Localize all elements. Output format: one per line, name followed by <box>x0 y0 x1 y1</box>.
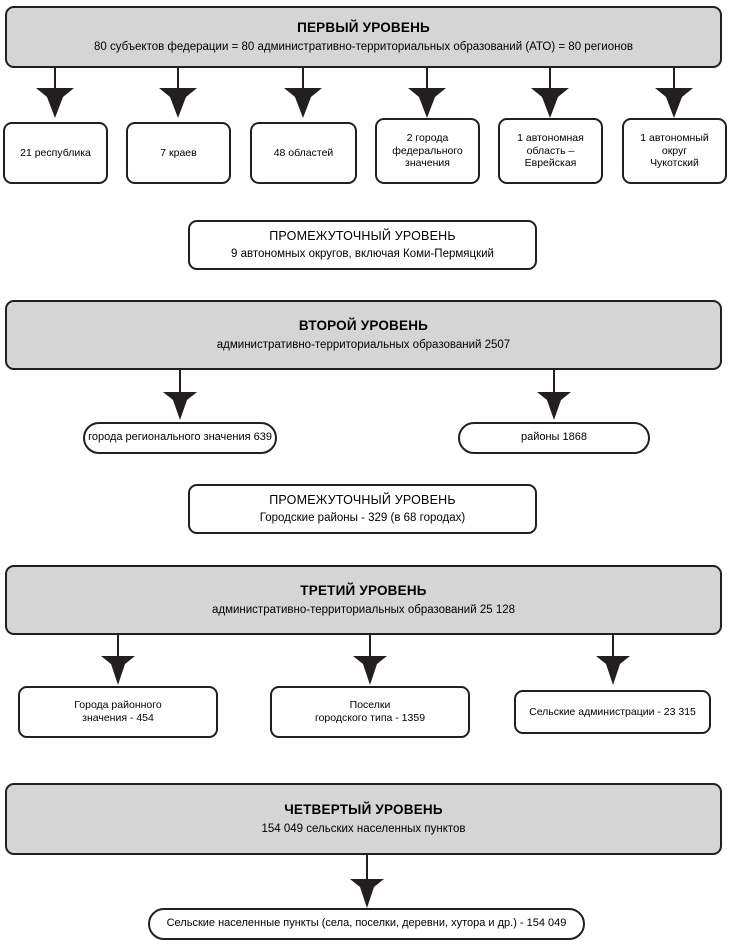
intermediate-level-2-box[interactable]: ПРОМЕЖУТОЧНЫЙ УРОВЕНЬ Городские районы -… <box>188 484 537 534</box>
intermediate-level-2-title: ПРОМЕЖУТОЧНЫЙ УРОВЕНЬ <box>269 492 456 507</box>
level-2-child-node[interactable]: районы 1868 <box>458 422 650 454</box>
level-1-child-node[interactable]: 48 областей <box>250 122 357 184</box>
level-1-child-label: 1 автономная область – Еврейская <box>512 132 589 170</box>
intermediate-level-1-subtitle: 9 автономных округов, включая Коми-Пермя… <box>231 248 494 261</box>
node-line-2: округ <box>661 144 688 157</box>
level-4-child-label: Сельские населенные пункты (села, поселк… <box>166 917 567 930</box>
node-line-2: область – <box>526 144 575 157</box>
intermediate-level-1-box[interactable]: ПРОМЕЖУТОЧНЫЙ УРОВЕНЬ 9 автономных округ… <box>188 220 537 270</box>
level-2-title: ВТОРОЙ УРОВЕНЬ <box>298 317 429 333</box>
level-1-subtitle: 80 субъектов федерации = 80 администрати… <box>94 41 633 54</box>
level-4-band: ЧЕТВЕРТЫЙ УРОВЕНЬ 154 049 сельских насел… <box>5 783 722 855</box>
node-line-1: 1 автономная <box>517 131 584 144</box>
node-line-1: 48 областей <box>273 146 334 159</box>
connector-level2-child-2 <box>537 370 571 420</box>
node-line-1: Сельские администрации - 23 315 <box>529 705 696 718</box>
node-line-1: 21 республика <box>20 146 91 159</box>
level-1-child-label: 21 республика <box>15 147 96 160</box>
node-line-2: федерального <box>392 144 463 157</box>
node-line-3: Еврейская <box>524 157 577 170</box>
level-2-child-node[interactable]: города регионального значения 639 <box>83 422 277 454</box>
level-3-child-label: Сельские администрации - 23 315 <box>524 706 701 719</box>
level-1-child-node[interactable]: 7 краев <box>126 122 231 184</box>
node-line-1: 1 автономный <box>640 131 709 144</box>
node-line-2: значения - 454 <box>82 712 154 724</box>
intermediate-level-1-title: ПРОМЕЖУТОЧНЫЙ УРОВЕНЬ <box>269 228 456 243</box>
level-1-child-label: 1 автономный округ Чукотский <box>635 132 714 170</box>
level-3-subtitle: административно-территориальных образова… <box>211 604 516 617</box>
level-3-child-node[interactable]: Поселки городского типа - 1359 <box>270 686 470 738</box>
level-2-subtitle: административно-территориальных образова… <box>216 339 511 352</box>
level-1-child-node[interactable]: 1 автономная область – Еврейская <box>498 118 603 184</box>
connector-level3-child-3 <box>596 635 630 685</box>
level-4-subtitle: 154 049 сельских населенных пунктов <box>261 823 466 836</box>
level-2-child-label: районы 1868 <box>520 431 587 444</box>
connector-level1-child-1 <box>36 68 74 118</box>
level-1-child-label: 2 города федерального значения <box>387 132 468 170</box>
level-1-child-label: 48 областей <box>269 147 339 160</box>
level-2-child-label: города регионального значения 639 <box>88 431 272 444</box>
node-line-1: 7 краев <box>160 146 197 159</box>
level-1-band: ПЕРВЫЙ УРОВЕНЬ 80 субъектов федерации = … <box>5 6 722 68</box>
connector-level1-child-4 <box>408 68 446 118</box>
connector-level3-child-2 <box>353 635 387 685</box>
connector-level1-child-2 <box>159 68 197 118</box>
level-3-child-node[interactable]: Сельские администрации - 23 315 <box>514 690 711 734</box>
node-line-1: Города районного <box>74 699 162 712</box>
level-1-child-node[interactable]: 21 республика <box>3 122 108 184</box>
connector-level3-child-1 <box>101 635 135 685</box>
level-2-band: ВТОРОЙ УРОВЕНЬ административно-территори… <box>5 300 722 370</box>
intermediate-level-2-subtitle: Городские районы - 329 (в 68 городах) <box>259 512 466 525</box>
level-4-child-node[interactable]: Сельские населенные пункты (села, поселк… <box>148 908 585 940</box>
node-line-3: Чукотский <box>650 157 699 170</box>
connector-level1-child-6 <box>655 68 693 118</box>
level-3-band: ТРЕТИЙ УРОВЕНЬ административно-территори… <box>5 565 722 635</box>
connector-level1-child-5 <box>531 68 569 118</box>
level-4-title: ЧЕТВЕРТЫЙ УРОВЕНЬ <box>284 801 443 817</box>
level-3-title: ТРЕТИЙ УРОВЕНЬ <box>300 582 427 598</box>
node-line-1: 2 города <box>406 131 449 144</box>
connector-level4-child-1 <box>350 855 384 908</box>
node-line-1: Поселки <box>349 699 391 712</box>
connector-level2-child-1 <box>163 370 197 420</box>
level-1-child-label: 7 краев <box>155 147 201 160</box>
level-3-child-node[interactable]: Города районного значения - 454 <box>18 686 218 738</box>
level-1-child-node[interactable]: 2 города федерального значения <box>375 118 480 184</box>
level-3-child-label: Города районного значения - 454 <box>69 699 166 725</box>
connector-level1-child-3 <box>284 68 322 118</box>
node-line-3: значения <box>405 157 450 170</box>
level-3-child-label: Поселки городского типа - 1359 <box>310 699 430 725</box>
level-1-child-node[interactable]: 1 автономный округ Чукотский <box>622 118 727 184</box>
level-1-title: ПЕРВЫЙ УРОВЕНЬ <box>297 19 430 35</box>
node-line-2: городского типа - 1359 <box>314 712 426 724</box>
